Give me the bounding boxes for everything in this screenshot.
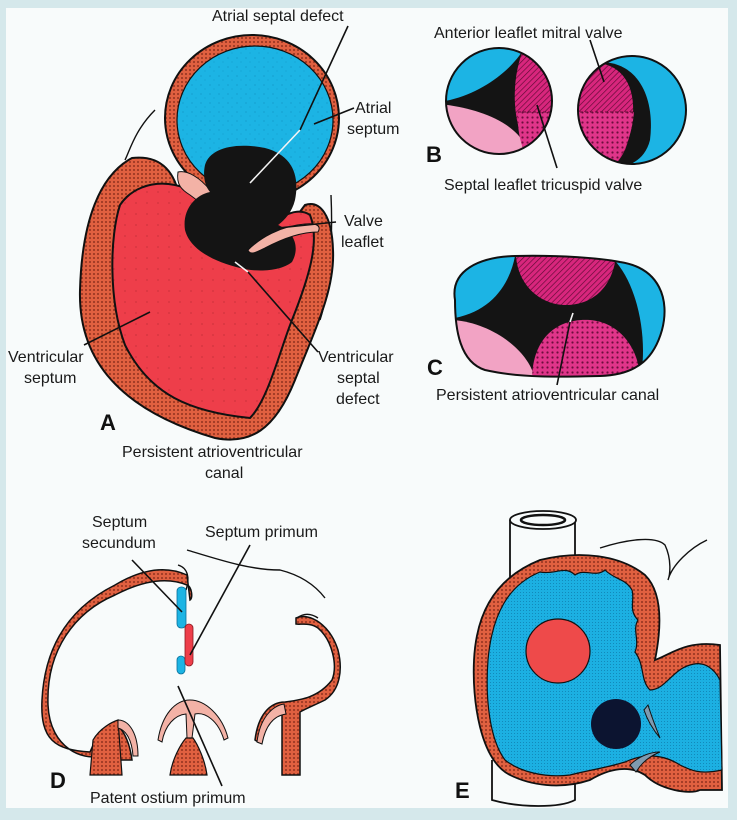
right-flap-line	[296, 613, 319, 619]
valve-circle-left	[446, 48, 552, 154]
label-septum-secundum-line2: secundum	[82, 535, 156, 552]
panel-letter-d: D	[50, 768, 66, 793]
panel-e-heart-section	[472, 510, 723, 807]
pointer-anterior-leaflet	[589, 39, 605, 83]
label-septal-leaflet-tricuspid-valve: Septal leaflet tricuspid valve	[444, 177, 642, 194]
caption-a-line1: Persistent atrioventricular	[122, 444, 303, 461]
pointer-vsd-outer	[247, 271, 319, 353]
label-valve-leaflet-line1: Valve	[344, 213, 383, 230]
label-septum-secundum-line1: Septum	[92, 514, 147, 531]
panel-a-heart	[78, 25, 355, 441]
panel-letter-c: C	[427, 355, 443, 380]
panel-letter-a: A	[100, 410, 116, 435]
label-atrial-septal-defect: Atrial septal defect	[212, 8, 344, 25]
valve-leaflet-grey-upper	[643, 703, 661, 739]
pointer-c-inner	[569, 312, 574, 323]
label-ventricular-septum-line1: Ventricular	[8, 349, 84, 366]
panel-letter-b: B	[426, 142, 442, 167]
label-atrial-septum-line1: Atrial	[355, 100, 391, 117]
panel-b-valves	[445, 39, 687, 169]
pointer-septum-secundum	[131, 559, 183, 613]
label-anterior-leaflet-mitral-valve: Anterior leaflet mitral valve	[434, 25, 623, 42]
e-contour-line	[599, 538, 708, 581]
pointer-atrial-septum	[313, 107, 355, 125]
contour-line-top	[186, 549, 326, 599]
valve-leaflet-right	[247, 223, 320, 254]
label-vsd-line3: defect	[336, 391, 380, 408]
label-vsd-line2: septal	[337, 370, 380, 387]
outer-contour-left	[124, 109, 156, 161]
pointer-septum-primum	[189, 544, 251, 656]
label-atrial-septum-line2: septum	[347, 121, 399, 138]
left-cushion	[117, 719, 139, 757]
pointer-asd-outer	[299, 25, 349, 131]
pointer-valve-leaflet	[277, 221, 337, 229]
right-atrial-wall	[254, 615, 341, 776]
caption-a-line2: canal	[205, 465, 243, 482]
panel-letter-e: E	[455, 778, 470, 803]
dark-vessel-opening	[591, 699, 641, 749]
red-vessel-opening	[525, 618, 591, 684]
label-valve-leaflet-line2: leaflet	[341, 234, 384, 251]
pointer-ventricular-septum	[83, 311, 151, 346]
valve-leaflet-grey-lower	[629, 751, 661, 773]
pointer-patent-ostium	[177, 685, 223, 787]
pointer-asd-inner	[249, 129, 301, 184]
caption-c: Persistent atrioventricular canal	[436, 387, 659, 404]
pointer-c-outer	[556, 321, 571, 386]
right-cushion	[256, 703, 287, 745]
valve-circle-right	[578, 56, 686, 164]
panel-d-septum-section	[41, 544, 341, 787]
septum-secundum-lower	[176, 655, 186, 675]
left-base-stem	[89, 719, 123, 776]
contour-flap	[177, 564, 189, 591]
septum-primum	[184, 623, 194, 667]
middle-stem	[169, 737, 208, 776]
pointer-septal-leaflet	[536, 104, 558, 169]
label-ventricular-septum-line2: septum	[24, 370, 76, 387]
panel-c-av-canal	[453, 254, 666, 386]
label-septum-primum: Septum primum	[205, 524, 318, 541]
label-vsd-line1: Ventricular	[318, 349, 394, 366]
pointer-vsd-inner	[234, 261, 249, 273]
caption-d: Patent ostium primum	[90, 790, 246, 807]
